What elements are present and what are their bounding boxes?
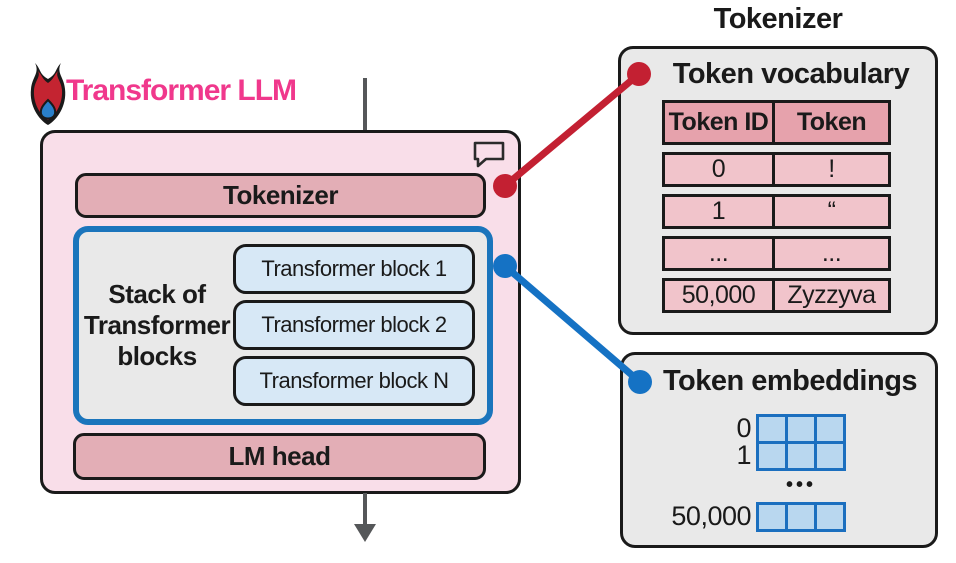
- transformer-stack-box: Stack of Transformer blocks Transformer …: [73, 226, 493, 425]
- embedding-cell: [788, 417, 814, 441]
- flame-icon: [30, 63, 66, 125]
- tokenizer-panel-title: Tokenizer: [713, 3, 843, 35]
- stack-label-line: blocks: [117, 341, 197, 371]
- tokenizer-bar-label: Tokenizer: [223, 180, 338, 210]
- token-id-cell: 1: [662, 194, 775, 229]
- token-vocabulary-heading: Token vocabulary: [672, 58, 910, 90]
- embedding-cell: [817, 444, 843, 468]
- transformer-block-label: Transformer block 2: [261, 312, 447, 337]
- embedding-matrix-top: [756, 414, 846, 471]
- embedding-cell: [817, 417, 843, 441]
- transformer-block-label: Transformer block N: [259, 368, 449, 393]
- lm-head-label: LM head: [228, 441, 331, 471]
- flow-in-line: [363, 78, 367, 131]
- stack-label-line: Transformer: [83, 310, 231, 340]
- token-id-cell: 50,000: [662, 278, 775, 313]
- arrow-down-icon: [354, 524, 376, 542]
- table-row: 1 “: [662, 194, 894, 229]
- column-header-token-id: Token ID: [662, 100, 775, 145]
- table-row: ... ...: [662, 236, 894, 271]
- token-embeddings-heading: Token embeddings: [662, 365, 918, 397]
- embedding-cell: [759, 444, 785, 468]
- embedding-cell: [788, 444, 814, 468]
- stack-label: Stack of Transformer blocks: [81, 232, 233, 419]
- embedding-cell: [759, 505, 785, 529]
- embedding-cell: [817, 505, 843, 529]
- flow-out-line: [363, 493, 367, 525]
- lm-head-bar: LM head: [73, 433, 486, 480]
- token-id-cell: ...: [662, 236, 775, 271]
- embedding-row-label-50000: 50,000: [671, 501, 751, 531]
- table-header-row: Token ID Token: [662, 100, 894, 145]
- page-title: Transformer LLM: [66, 74, 297, 107]
- embedding-cell: [788, 505, 814, 529]
- transformer-blocks-column: Transformer block 1 Transformer block 2 …: [233, 244, 475, 406]
- transformer-block-label: Transformer block 1: [261, 256, 447, 281]
- speech-bubble-icon: [473, 141, 505, 168]
- column-header-token: Token: [772, 100, 891, 145]
- embedding-cell: [759, 417, 785, 441]
- embedding-matrix-bottom: [756, 502, 846, 532]
- token-vocabulary-table: Token ID Token 0 ! 1 “ ... ... 50,000 Zy…: [662, 100, 894, 313]
- token-vocabulary-box: Token vocabulary Token ID Token 0 ! 1 “ …: [618, 46, 938, 335]
- token-cell: !: [772, 152, 891, 187]
- transformer-block-2: Transformer block 2: [233, 300, 475, 350]
- tokenizer-bar: Tokenizer: [75, 173, 486, 218]
- table-row: 50,000 Zyzzyva: [662, 278, 894, 313]
- embedding-row-label-0: 0: [736, 413, 751, 443]
- table-row: 0 !: [662, 152, 894, 187]
- transformer-llm-box: Tokenizer Stack of Transformer blocks Tr…: [40, 130, 521, 494]
- ellipsis-dots: •••: [785, 474, 816, 496]
- token-embeddings-box: Token embeddings 0 1 ••• 50,000: [620, 352, 938, 548]
- token-cell: ...: [772, 236, 891, 271]
- token-cell: Zyzzyva: [772, 278, 891, 313]
- token-cell: “: [772, 194, 891, 229]
- transformer-block-n: Transformer block N: [233, 356, 475, 406]
- stack-label-line: Stack of: [108, 279, 206, 309]
- embedding-row-label-1: 1: [736, 440, 751, 470]
- token-id-cell: 0: [662, 152, 775, 187]
- transformer-block-1: Transformer block 1: [233, 244, 475, 294]
